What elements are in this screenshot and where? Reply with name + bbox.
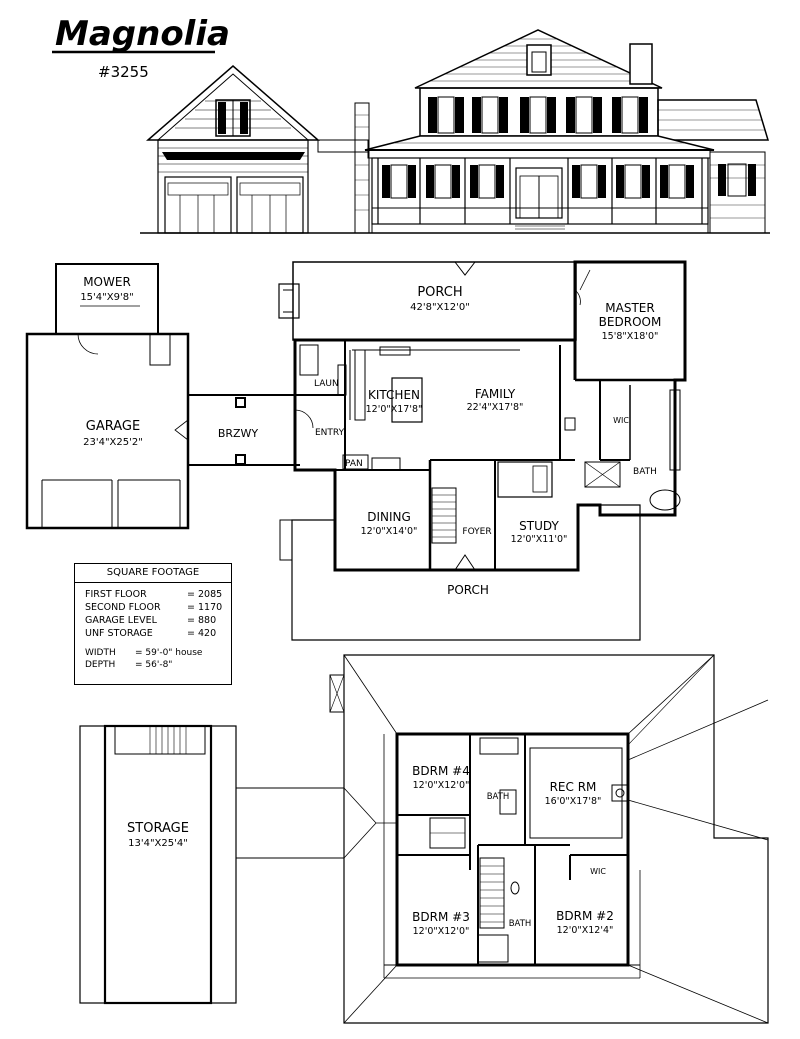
sf-row-second-floor: SECOND FLOOR = 1170	[75, 601, 231, 614]
sf-label: SECOND FLOOR	[85, 602, 161, 613]
square-footage-table: SQUARE FOOTAGE FIRST FLOOR = 2085 SECOND…	[74, 563, 232, 685]
master-label-line2: BEDROOM	[599, 315, 662, 329]
sf-value: = 880	[187, 615, 217, 626]
master-label-line1: MASTER	[605, 301, 654, 315]
sf-depth: DEPTH = 56'-8"	[75, 659, 231, 671]
mower-size: 15'4"X9'8"	[80, 292, 133, 303]
garage-size: 23'4"X25'2"	[83, 437, 143, 448]
square-footage-heading: SQUARE FOOTAGE	[75, 564, 231, 583]
first-floor-plan	[25, 260, 687, 641]
back-porch-label: PORCH	[417, 285, 462, 300]
second-floor-plan	[236, 654, 769, 1024]
rec-room-label: REC RM	[550, 780, 597, 794]
study-size: 12'0"X11'0"	[511, 534, 568, 545]
sf-row-garage-level: GARAGE LEVEL = 880	[75, 614, 231, 627]
sf-label: FIRST FLOOR	[85, 589, 147, 600]
sf-row-first-floor: FIRST FLOOR = 2085	[75, 588, 231, 601]
foyer-label: FOYER	[462, 527, 491, 537]
bdrm2-label: BDRM #2	[556, 909, 614, 923]
family-label: FAMILY	[475, 387, 516, 401]
rec-room-size: 16'0"X17'8"	[545, 796, 602, 807]
sf-label: UNF STORAGE	[85, 628, 153, 639]
mower-label: MOWER	[83, 275, 131, 289]
entry-label: ENTRY	[315, 428, 345, 438]
upper-wic-label: WIC	[590, 867, 606, 876]
bdrm3-size: 12'0"X12'0"	[413, 926, 470, 937]
upper-bath-label: BATH	[487, 792, 510, 802]
kitchen-size: 12'0"X17'8"	[366, 404, 423, 415]
sf-value: = 420	[187, 628, 217, 639]
family-size: 22'4"X17'8"	[467, 402, 524, 413]
sf-value: = 2085	[187, 589, 223, 600]
study-label: STUDY	[519, 519, 559, 533]
sf-label: GARAGE LEVEL	[85, 615, 157, 626]
bdrm3-label: BDRM #3	[412, 910, 470, 924]
sf-width-value: = 59'-0" house	[135, 648, 203, 658]
bdrm4-size: 12'0"X12'0"	[413, 780, 470, 791]
sf-width: WIDTH = 59'-0" house	[75, 647, 231, 659]
sf-depth-value: = 56'-8"	[135, 660, 173, 670]
garage-label: GARAGE	[86, 419, 140, 434]
bdrm4-label: BDRM #4	[412, 764, 470, 778]
sf-depth-label: DEPTH	[85, 660, 116, 670]
sf-row-unf-storage: UNF STORAGE = 420	[75, 627, 231, 640]
dining-size: 12'0"X14'0"	[361, 526, 418, 537]
master-wic-label: WIC	[613, 416, 629, 425]
back-porch-size: 42'8"X12'0"	[410, 302, 470, 313]
dining-label: DINING	[367, 510, 411, 524]
front-porch-label: PORCH	[447, 583, 489, 597]
front-elevation	[140, 29, 770, 234]
pantry-label: PAN	[345, 459, 363, 469]
laundry-label: LAUN	[314, 379, 339, 389]
storage-size: 13'4"X25'4"	[128, 838, 188, 849]
breezeway-label: BRZWY	[218, 427, 259, 440]
sf-width-label: WIDTH	[85, 648, 116, 658]
storage-plan	[79, 724, 237, 1005]
plan-title: Magnolia	[55, 14, 230, 54]
plan-number: #3255	[98, 63, 149, 81]
lower-bath-label: BATH	[509, 919, 532, 929]
bdrm2-size: 12'0"X12'4"	[557, 925, 614, 936]
master-size: 15'8"X18'0"	[602, 331, 659, 342]
sf-value: = 1170	[187, 602, 223, 613]
storage-label: STORAGE	[127, 821, 189, 836]
kitchen-label: KITCHEN	[368, 388, 420, 402]
master-bath-label: BATH	[633, 467, 657, 477]
